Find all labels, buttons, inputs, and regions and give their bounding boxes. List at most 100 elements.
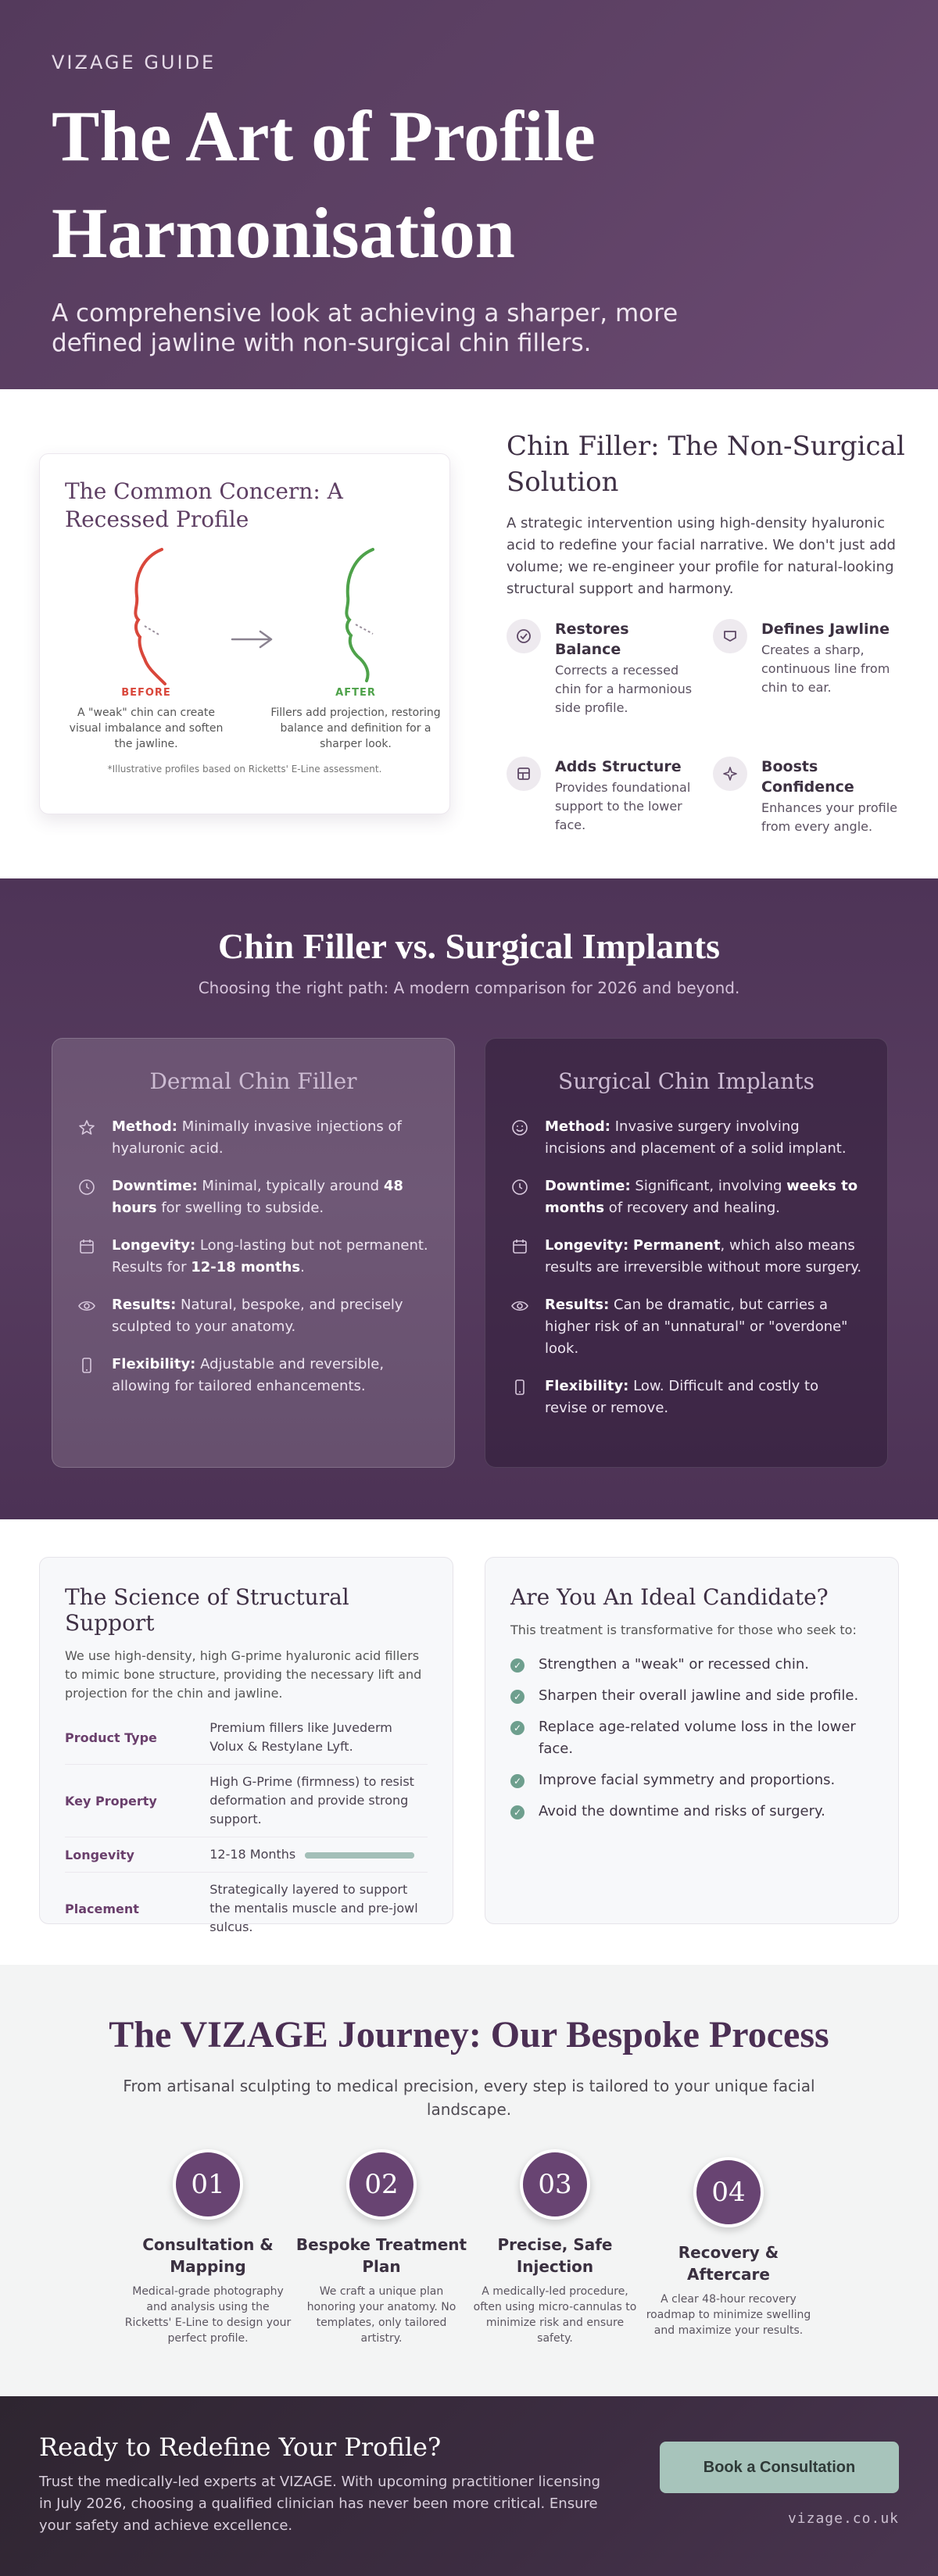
- after-label: AFTER: [335, 687, 376, 699]
- before-profile-icon: [134, 548, 166, 685]
- science-title: The Science of Structural Support: [65, 1584, 349, 1636]
- step-number: 04: [693, 2157, 764, 2227]
- feature-adds-structure: Adds Structure Provides foundational sup…: [507, 757, 694, 835]
- check-icon: ✓: [510, 1690, 524, 1704]
- step-desc: We craft a unique plan honoring your ana…: [306, 2285, 456, 2345]
- clock-icon: [512, 1179, 528, 1195]
- filler-downtime: Downtime: Minimal, typically around 48 h…: [77, 1175, 429, 1219]
- hero-subtitle: A comprehensive look at achieving a shar…: [52, 299, 678, 357]
- step-desc: Medical-grade photography and analysis u…: [124, 2285, 292, 2345]
- implant-longevity: Longevity: Permanent, which also means r…: [510, 1235, 862, 1279]
- clock-icon: [79, 1179, 95, 1195]
- filler-intro: Chin Filler: The Non-Surgical Solution A…: [507, 428, 905, 600]
- candidate-item: ✓Strengthen a "weak" or recessed chin.: [510, 1654, 873, 1676]
- candidate-item: ✓Improve facial symmetry and proportions…: [510, 1769, 873, 1791]
- step-number: 02: [346, 2149, 417, 2220]
- feature-desc: Corrects a recessed chin for a harmoniou…: [555, 663, 693, 715]
- smiley-icon: [512, 1120, 528, 1136]
- hero-eyebrow: VIZAGE GUIDE: [52, 52, 217, 73]
- feature-desc: Creates a sharp, continuous line from ch…: [761, 642, 890, 695]
- candidate-item: ✓Sharpen their overall jawline and side …: [510, 1685, 873, 1707]
- check-circle-icon: [507, 619, 541, 653]
- cta-section: Ready to Redefine Your Profile? Trust th…: [0, 2396, 938, 2576]
- jawline-icon: [713, 619, 747, 653]
- feature-desc: Provides foundational support to the low…: [555, 780, 691, 832]
- step-number: 03: [520, 2149, 590, 2220]
- book-consultation-button[interactable]: Book a Consultation: [660, 2442, 899, 2493]
- structure-icon: [507, 757, 541, 791]
- cta-title: Ready to Redefine Your Profile?: [39, 2432, 442, 2462]
- after-caption: Fillers add projection, restoring balanc…: [270, 707, 441, 750]
- eye-icon: [511, 1301, 528, 1311]
- filler-flexibility: Flexibility: Adjustable and reversible, …: [77, 1354, 429, 1397]
- implant-card: Surgical Chin Implants Method: Invasive …: [485, 1038, 888, 1468]
- star-icon: [79, 1120, 95, 1135]
- journey-step-1: 01 Consultation & Mapping Medical-grade …: [122, 2149, 294, 2346]
- step-desc: A clear 48-hour recovery roadmap to mini…: [646, 2293, 811, 2337]
- candidate-item: ✓Avoid the downtime and risks of surgery…: [510, 1801, 873, 1823]
- phone-icon: [515, 1379, 524, 1395]
- check-icon: ✓: [510, 1658, 524, 1673]
- eye-icon: [78, 1301, 95, 1311]
- before-caption: A "weak" chin can create visual imbalanc…: [69, 707, 224, 750]
- step-number: 01: [173, 2149, 243, 2220]
- comparison-section: Chin Filler vs. Surgical Implants Choosi…: [0, 878, 938, 1519]
- implant-results: Results: Can be dramatic, but carries a …: [510, 1294, 862, 1360]
- cta-body: Trust the medically-led experts at VIZAG…: [39, 2474, 601, 2534]
- step-title: Bespoke Treatment Plan: [295, 2235, 467, 2276]
- filler-card-title: Dermal Chin Filler: [149, 1068, 357, 1094]
- feature-defines-jawline: Defines Jawline Creates a sharp, continu…: [713, 619, 900, 697]
- before-label: BEFORE: [121, 687, 171, 699]
- check-icon: ✓: [510, 1721, 524, 1735]
- feature-boosts-confidence: Boosts Confidence Enhances your profile …: [713, 757, 900, 836]
- filler-longevity: Longevity: Long-lasting but not permanen…: [77, 1235, 429, 1279]
- sparkle-icon: [713, 757, 747, 791]
- science-row: Key Property High G-Prime (firmness) to …: [65, 1765, 428, 1837]
- journey-step-4: 04 Recovery & Aftercare A clear 48-hour …: [643, 2157, 814, 2338]
- science-card: The Science of Structural Support We use…: [39, 1557, 453, 1934]
- before-profile: BEFORE A "weak" chin can create visual i…: [60, 542, 232, 752]
- filler-results: Results: Natural, bespoke, and precisely…: [77, 1294, 429, 1338]
- feature-desc: Enhances your profile from every angle.: [761, 800, 897, 834]
- journey-step-2: 02 Bespoke Treatment Plan We craft a uni…: [295, 2149, 467, 2346]
- step-title: Consultation & Mapping: [142, 2235, 274, 2276]
- candidate-item: ✓Replace age-related volume loss in the …: [510, 1716, 873, 1760]
- journey-subtitle: From artisanal sculpting to medical prec…: [123, 2077, 815, 2119]
- feature-title: Defines Jawline: [761, 621, 890, 638]
- filler-title: Chin Filler: The Non-Surgical Solution: [507, 431, 905, 498]
- feature-restores-balance: Restores Balance Corrects a recessed chi…: [507, 619, 694, 717]
- science-row: Product Type Premium fillers like Juvede…: [65, 1711, 428, 1765]
- concern-card: The Common Concern: A Recessed Profile B…: [39, 453, 450, 814]
- implant-method: Method: Invasive surgery involving incis…: [510, 1116, 862, 1160]
- journey-step-3: 03 Precise, Safe Injection A medically-l…: [469, 2149, 641, 2346]
- website-link[interactable]: vizage.co.uk: [787, 2510, 899, 2527]
- science-body: We use high-density, high G-prime hyalur…: [65, 1648, 422, 1701]
- candidate-intro: This treatment is transformative for tho…: [510, 1623, 857, 1637]
- concern-section: The Common Concern: A Recessed Profile B…: [0, 389, 938, 878]
- filler-method: Method: Minimally invasive injections of…: [77, 1116, 429, 1160]
- comparison-title: Chin Filler vs. Surgical Implants: [218, 926, 720, 966]
- science-section: The Science of Structural Support We use…: [0, 1519, 938, 1965]
- phone-icon: [82, 1358, 91, 1373]
- profile-comparison: BEFORE A "weak" chin can create visual i…: [65, 542, 441, 750]
- concern-footnote: *Illustrative profiles based on Ricketts…: [107, 764, 382, 775]
- implant-card-title: Surgical Chin Implants: [558, 1068, 814, 1094]
- filler-body: A strategic intervention using high-dens…: [507, 515, 896, 597]
- implant-downtime: Downtime: Significant, involving weeks t…: [510, 1175, 862, 1219]
- hero-title: The Art of Profile Harmonisation: [52, 96, 596, 273]
- concern-title: The Common Concern: A Recessed Profile: [65, 478, 343, 532]
- science-row: Longevity 12-18 Months: [65, 1837, 428, 1873]
- arrow-right-icon: [231, 630, 273, 649]
- step-desc: A medically-led procedure, often using m…: [473, 2285, 637, 2345]
- candidate-card: Are You An Ideal Candidate? This treatme…: [485, 1557, 899, 1924]
- hero-section: VIZAGE GUIDE The Art of Profile Harmonis…: [0, 0, 938, 389]
- step-title: Recovery & Aftercare: [678, 2243, 779, 2284]
- check-icon: ✓: [510, 1774, 524, 1788]
- implant-flexibility: Flexibility: Low. Difficult and costly t…: [510, 1376, 862, 1419]
- science-table: Product Type Premium fillers like Juvede…: [65, 1711, 428, 1945]
- longevity-bar: [305, 1852, 415, 1859]
- filler-card: Dermal Chin Filler Method: Minimally inv…: [52, 1038, 455, 1468]
- science-row: Placement Strategically layered to suppo…: [65, 1882, 418, 1934]
- comparison-subtitle: Choosing the right path: A modern compar…: [198, 979, 740, 997]
- after-profile: AFTER Fillers add projection, restoring …: [270, 542, 442, 752]
